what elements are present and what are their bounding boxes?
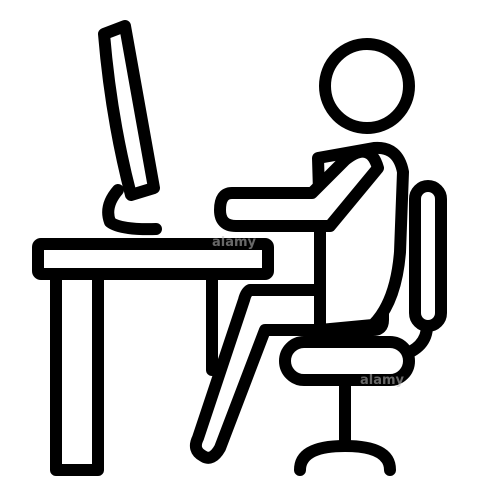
watermark-desk: alamy (212, 235, 257, 250)
desk-top (32, 238, 274, 280)
monitor-screen (98, 20, 160, 201)
person-head (319, 38, 415, 134)
person-arm (214, 145, 384, 232)
chair-base-legs (294, 440, 396, 476)
monitor-stand (102, 184, 162, 236)
chair-seat (279, 336, 415, 386)
desk-left-leg (50, 268, 104, 476)
chair-backrest (409, 180, 447, 332)
watermark-chair: alamy (360, 373, 405, 388)
